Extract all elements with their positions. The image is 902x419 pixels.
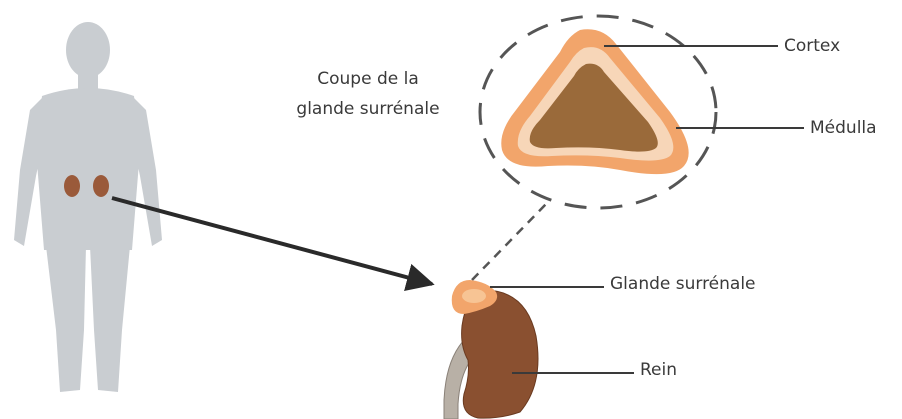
kidney-label: Rein <box>640 360 677 380</box>
right-kidney-in-body <box>93 175 109 197</box>
kidney-illustration <box>444 280 538 419</box>
left-kidney-in-body <box>64 175 80 197</box>
body-head <box>66 22 110 78</box>
cortex-label: Cortex <box>784 36 840 56</box>
zoom-dashed-line <box>472 202 548 280</box>
section-caption-line2: glande surrénale <box>268 94 468 124</box>
body-torso <box>36 88 140 250</box>
adrenal-gland-label: Glande surrénale <box>610 274 756 294</box>
section-caption: Coupe de la glande surrénale <box>268 64 468 124</box>
body-left-leg <box>46 246 86 392</box>
adrenal-section <box>501 29 688 174</box>
body-neck <box>78 74 98 90</box>
body-right-leg <box>90 246 130 392</box>
adrenal-gland-cap-highlight <box>462 289 486 303</box>
medulla-label: Médulla <box>810 118 877 138</box>
section-caption-line1: Coupe de la <box>268 64 468 94</box>
